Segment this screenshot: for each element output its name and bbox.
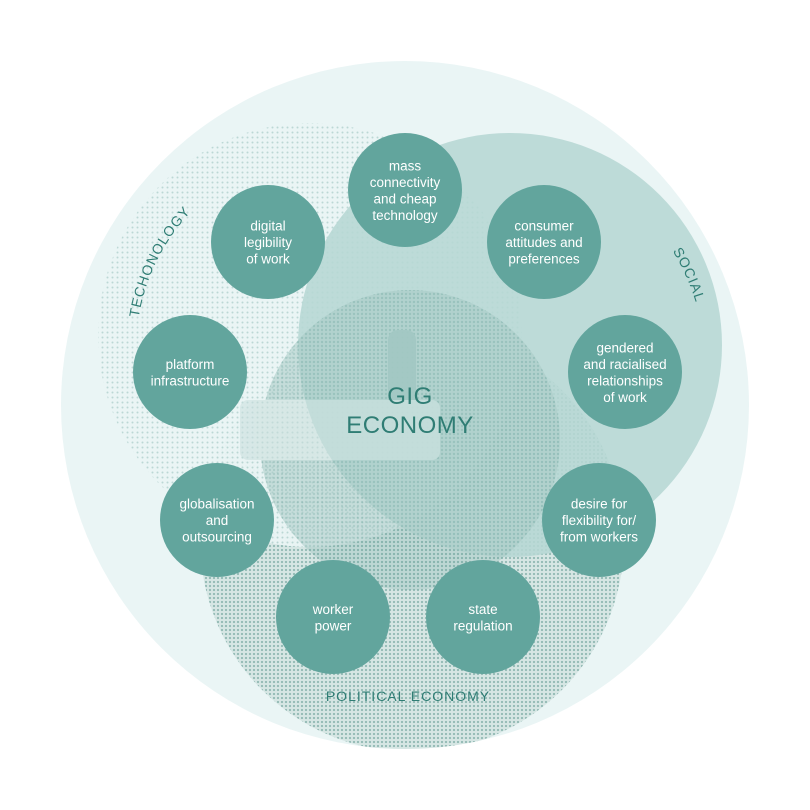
factor-node-label: relationships xyxy=(587,373,663,388)
factor-node-label: from workers xyxy=(560,530,638,545)
political-economy-label: POLITICAL ECONOMY xyxy=(326,688,490,704)
factor-node-label: flexibility for/ xyxy=(562,513,637,528)
factor-node-label: legibility xyxy=(244,235,292,250)
factor-node-label: mass xyxy=(389,158,422,173)
factor-node-label: and cheap xyxy=(373,191,436,206)
factor-node-circle xyxy=(487,185,601,299)
factor-node-label: preferences xyxy=(508,252,580,267)
factor-node-label: worker xyxy=(312,602,354,617)
factor-node-label: consumer xyxy=(514,219,574,234)
factor-node-label: and racialised xyxy=(583,357,666,372)
factor-node-circle xyxy=(276,560,390,674)
factor-node-circle xyxy=(133,315,247,429)
factor-node-label: of work xyxy=(603,390,647,405)
factor-node-label: gendered xyxy=(596,340,653,355)
factor-node-label: technology xyxy=(372,208,438,223)
center-title-line: GIG xyxy=(387,383,433,410)
halftone-overlay xyxy=(240,290,560,590)
factor-node-circle xyxy=(348,133,462,247)
factor-node-circle xyxy=(160,463,274,577)
factor-node-label: attitudes and xyxy=(505,235,582,250)
factor-node-label: and xyxy=(206,513,229,528)
factor-node-label: regulation xyxy=(453,618,512,633)
factor-node-circle xyxy=(211,185,325,299)
factor-node-label: platform xyxy=(166,357,215,372)
factor-node-label: power xyxy=(315,618,352,633)
factor-node-label: connectivity xyxy=(370,175,441,190)
factor-node-label: globalisation xyxy=(179,497,254,512)
factor-node-label: infrastructure xyxy=(151,373,230,388)
factor-node-circle xyxy=(542,463,656,577)
factor-node-circle xyxy=(426,560,540,674)
factor-node-label: of work xyxy=(246,252,290,267)
factor-node-label: desire for xyxy=(571,497,628,512)
factor-node-label: digital xyxy=(250,219,285,234)
factor-node-circle xyxy=(568,315,682,429)
center-title-line: ECONOMY xyxy=(346,412,474,439)
center-title: GIG ECONOMY xyxy=(346,383,474,439)
factor-node-label: outsourcing xyxy=(182,530,252,545)
factor-node-label: state xyxy=(468,602,497,617)
